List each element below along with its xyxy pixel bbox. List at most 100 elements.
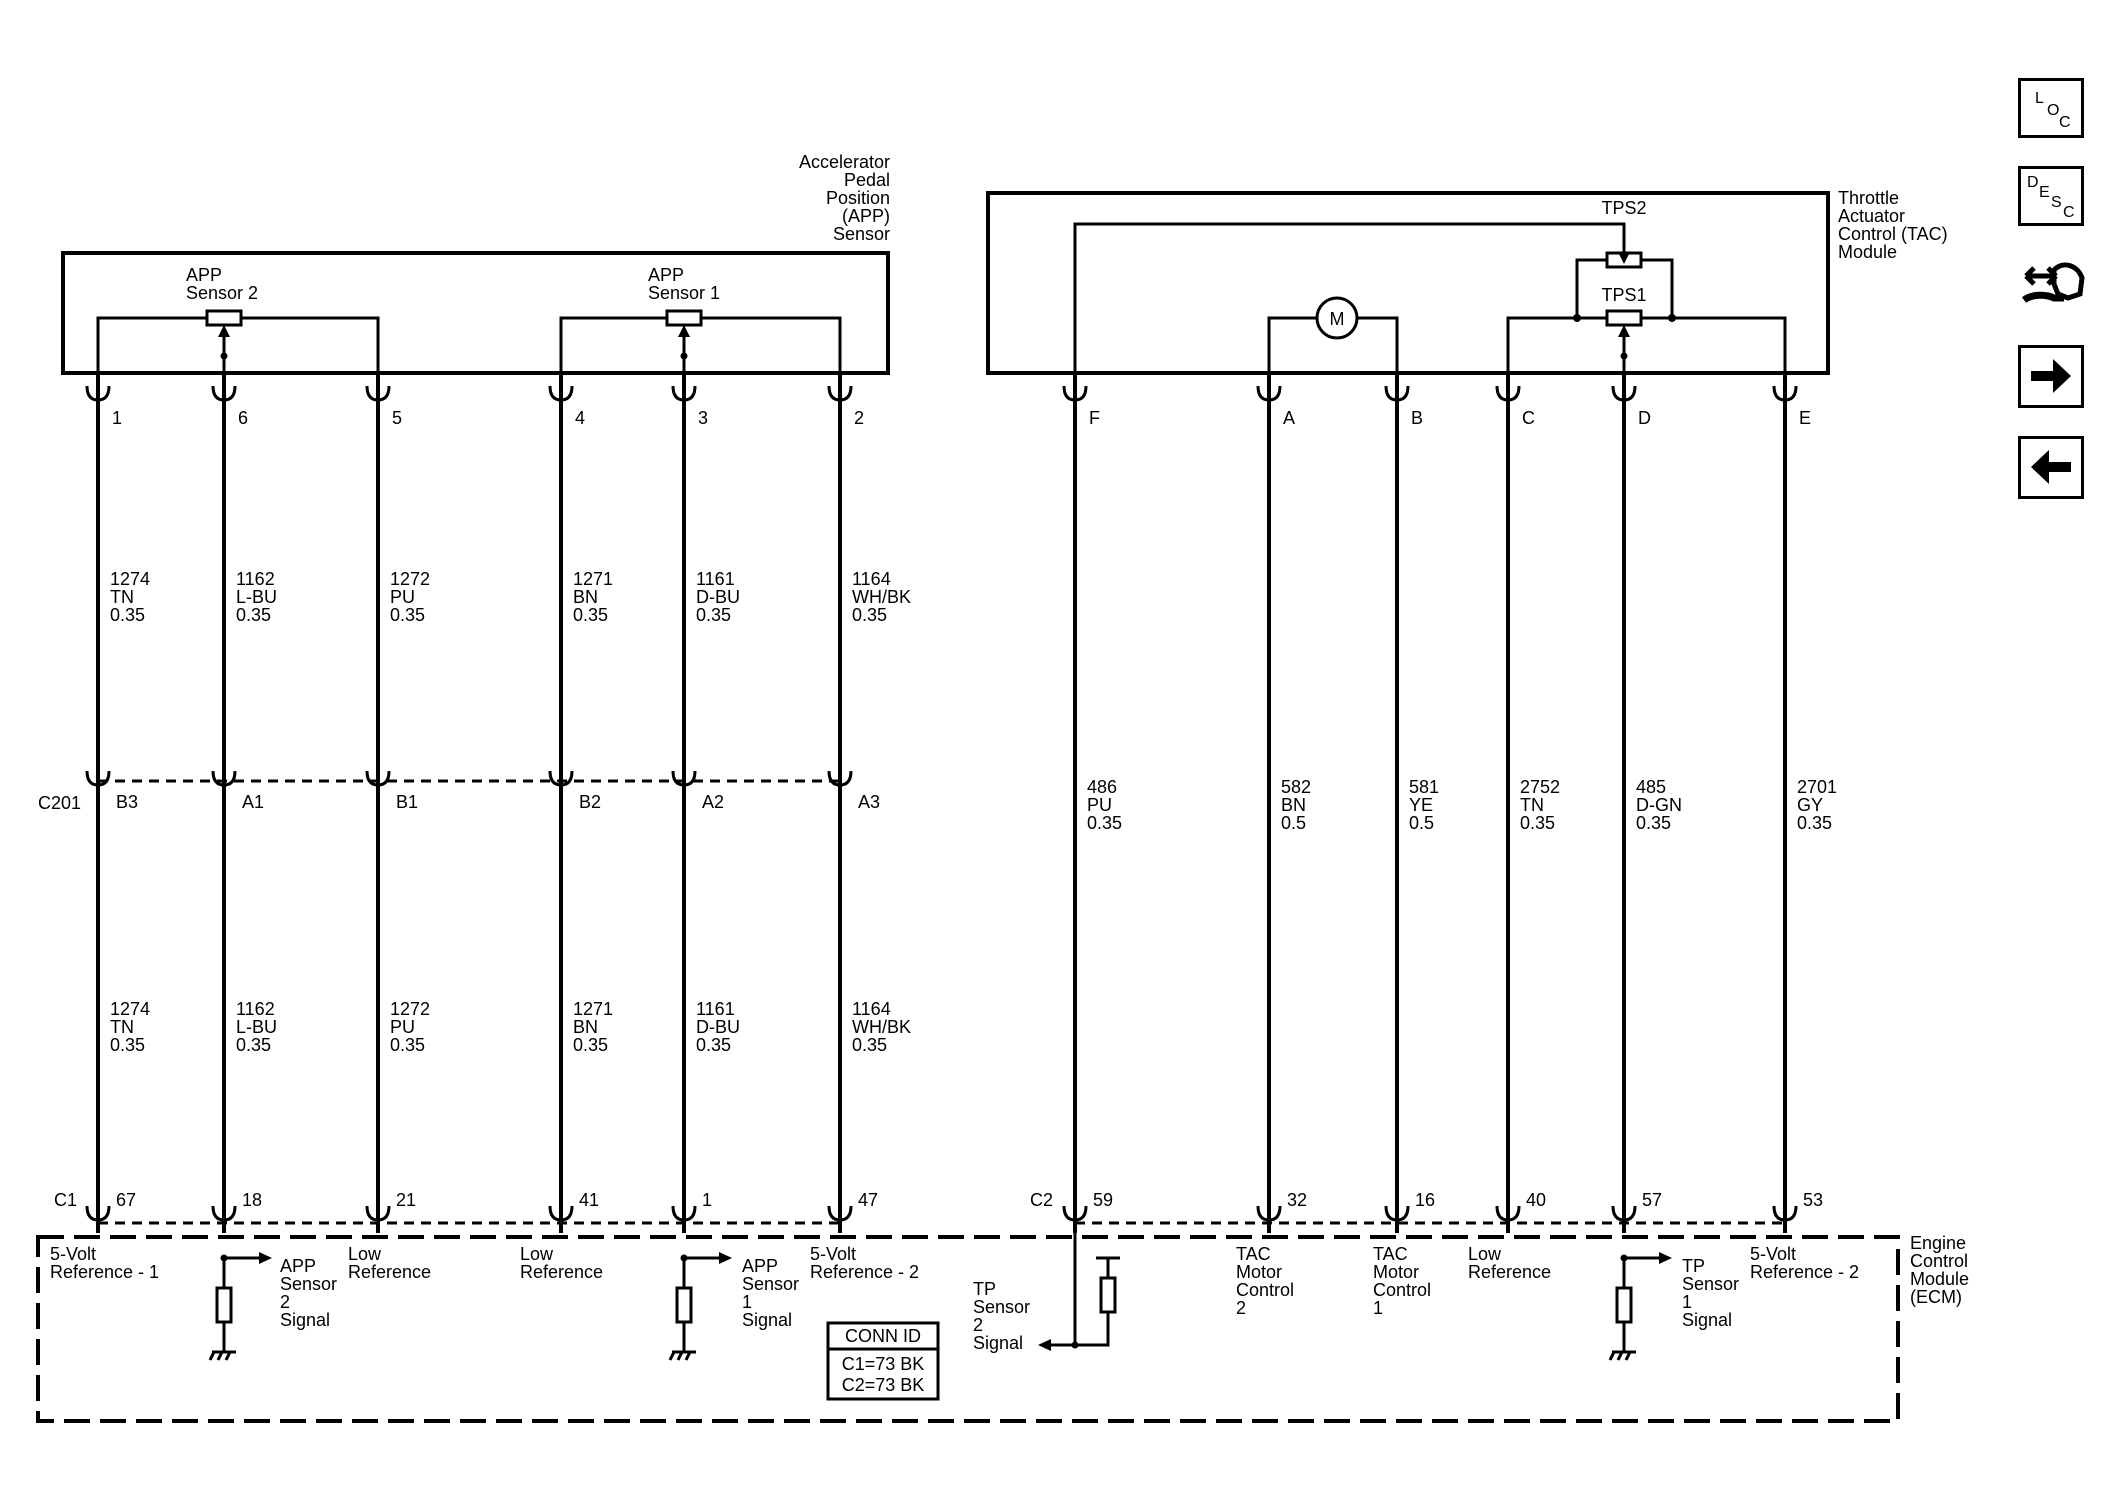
ecm-c1-terminal bbox=[548, 1205, 574, 1222]
c201-terminal bbox=[827, 770, 853, 787]
ecm-c1-terminal bbox=[671, 1205, 697, 1222]
ecm-c2-pin-label: 59 bbox=[1093, 1190, 1113, 1210]
tac-pin-label: D bbox=[1638, 408, 1651, 428]
desc-button[interactable]: D E S C bbox=[2018, 166, 2084, 226]
app-sensor-pin-connector bbox=[827, 385, 853, 402]
ecm-c2-pin-label: 40 bbox=[1526, 1190, 1546, 1210]
ground-icon bbox=[1608, 1350, 1636, 1361]
c201-pin-label: B1 bbox=[396, 792, 418, 812]
ecm-c2-pin-label: 57 bbox=[1642, 1190, 1662, 1210]
previous-arrow-icon bbox=[2031, 450, 2071, 484]
ecm-c1-label: C1 bbox=[54, 1190, 77, 1210]
c201-terminal bbox=[671, 770, 697, 787]
c201-pin-label: A1 bbox=[242, 792, 264, 812]
app-sensor-pin-connector bbox=[548, 385, 574, 402]
app-sensor-pin-label: 4 bbox=[575, 408, 585, 428]
loc-letter-3: C bbox=[2059, 114, 2071, 131]
app-sensor-pin-connector bbox=[85, 385, 111, 402]
ground-icon bbox=[208, 1350, 236, 1361]
ecm-c2-pin-label: 32 bbox=[1287, 1190, 1307, 1210]
ecm-c1-pin-label: 21 bbox=[396, 1190, 416, 1210]
c201-terminal bbox=[365, 770, 391, 787]
c201-pin-label: B3 bbox=[116, 792, 138, 812]
tac-pin-label: A bbox=[1283, 408, 1295, 428]
c201-pin-label: B2 bbox=[579, 792, 601, 812]
c201-terminal bbox=[548, 770, 574, 787]
desc-letter-4: C bbox=[2063, 204, 2075, 221]
ecm-c1-terminal bbox=[827, 1205, 853, 1222]
loc-letter-2: O bbox=[2047, 102, 2059, 119]
tac-pin-label: F bbox=[1089, 408, 1100, 428]
tac-motor-label: M bbox=[1330, 309, 1345, 329]
tp2-pullup-resistor bbox=[1099, 1276, 1117, 1314]
tac-pin-connector bbox=[1611, 385, 1637, 402]
conn-id-line-1: C1=73 BK bbox=[842, 1354, 925, 1374]
app-sensor-pin-label: 1 bbox=[112, 408, 122, 428]
ecm-c1-pin-label: 47 bbox=[858, 1190, 878, 1210]
tac-pin-label: B bbox=[1411, 408, 1423, 428]
ecm-c1-pin-label: 41 bbox=[579, 1190, 599, 1210]
ecm-c2-terminal bbox=[1256, 1205, 1282, 1222]
desc-letter-1: D bbox=[2027, 174, 2039, 191]
c201-terminal bbox=[85, 770, 111, 787]
app-sensor-pin-label: 6 bbox=[238, 408, 248, 428]
ecm-c2-terminal bbox=[1495, 1205, 1521, 1222]
tp1-pullup-resistor bbox=[1615, 1286, 1633, 1324]
app-sensor1-resistor bbox=[665, 309, 703, 327]
c201-pin-label: A2 bbox=[702, 792, 724, 812]
loc-letter-1: L bbox=[2035, 90, 2044, 107]
tac-pin-connector bbox=[1256, 385, 1282, 402]
ecm-box bbox=[36, 1235, 1900, 1423]
ecm-c2-terminal bbox=[1772, 1205, 1798, 1222]
next-page-button[interactable] bbox=[2018, 345, 2084, 408]
app-sensor-box bbox=[61, 251, 890, 375]
ecm-c1-pin-label: 18 bbox=[242, 1190, 262, 1210]
c201-terminal bbox=[211, 770, 237, 787]
ecm-c2-terminal bbox=[1062, 1205, 1088, 1222]
connector-view-button[interactable] bbox=[2020, 250, 2090, 320]
ecm-c2-pin-label: 53 bbox=[1803, 1190, 1823, 1210]
ecm-c1-terminal bbox=[365, 1205, 391, 1222]
ecm-c1-pin-label: 1 bbox=[702, 1190, 712, 1210]
tac-pin-connector bbox=[1062, 385, 1088, 402]
ecm-c1-terminal bbox=[85, 1205, 111, 1222]
ecm-c2-terminal bbox=[1384, 1205, 1410, 1222]
app-sensor-pin-label: 2 bbox=[854, 408, 864, 428]
tac-pin-label: E bbox=[1799, 408, 1811, 428]
c201-pin-label: A3 bbox=[858, 792, 880, 812]
app-sensor-pin-label: 3 bbox=[698, 408, 708, 428]
tac-pin-connector bbox=[1495, 385, 1521, 402]
app-sensor-pin-connector bbox=[365, 385, 391, 402]
loc-button[interactable]: L O C bbox=[2018, 78, 2084, 138]
ecm-c2-pin-label: 16 bbox=[1415, 1190, 1435, 1210]
previous-page-button[interactable] bbox=[2018, 436, 2084, 499]
c201-label: C201 bbox=[38, 793, 81, 813]
